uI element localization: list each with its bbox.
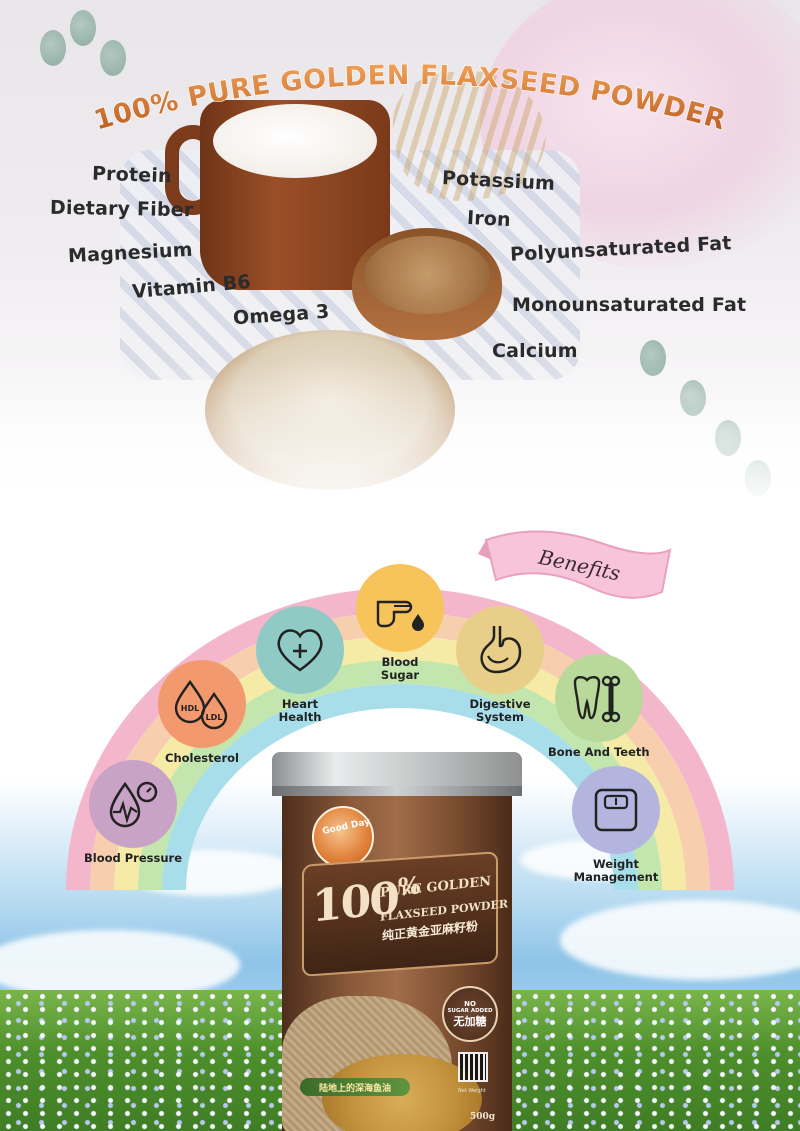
nutrient-monounsaturated-fat: Monounsaturated Fat — [512, 294, 747, 316]
benefit-heart-health-label: Heart Health — [279, 698, 322, 724]
milk-surface-image — [213, 104, 377, 178]
brand-logo — [312, 806, 374, 868]
scale-icon — [594, 788, 638, 832]
headline-text: 100% PURE GOLDEN FLAXSEED POWDER — [90, 59, 729, 137]
oil-drops-icon: HDL LDL — [174, 679, 228, 730]
stomach-icon — [480, 626, 522, 674]
blood-pressure-icon — [109, 781, 158, 828]
heart-plus-icon — [277, 629, 323, 672]
benefits-banner: Benefits — [478, 520, 678, 610]
qr-code-image — [458, 1052, 488, 1082]
can-body: Good Day 100% PURE GOLDEN FLAXSEED POWDE… — [282, 796, 512, 1131]
benefit-heart-health: Heart Health — [256, 606, 344, 724]
product-can: Good Day 100% PURE GOLDEN FLAXSEED POWDE… — [272, 752, 522, 1131]
nutrient-protein: Protein — [91, 162, 173, 188]
nutrient-calcium: Calcium — [492, 340, 578, 362]
eucalyptus-leaf-image — [40, 30, 66, 66]
benefit-blood-sugar-label: Blood Sugar — [381, 656, 419, 682]
finger-drop-icon — [376, 600, 424, 631]
no-sugar-badge: NO SUGAR ADDED 无加糖 — [442, 986, 498, 1042]
nutrient-dietary-fiber: Dietary Fiber — [49, 196, 194, 222]
benefit-blood-pressure: Blood Pressure — [84, 760, 182, 865]
heart-health-circle — [256, 606, 344, 694]
tooth-bone-icon — [573, 675, 620, 723]
benefit-weight-label: Weight Management — [574, 858, 659, 884]
product-big-number: 100 — [312, 872, 398, 933]
badge-no: NO — [464, 1000, 476, 1008]
bone-teeth-circle — [554, 654, 643, 742]
weight-line1: Weight — [593, 857, 639, 871]
hero-section: 100% PURE GOLDEN FLAXSEED POWDER Protein… — [0, 0, 800, 520]
headline: 100% PURE GOLDEN FLAXSEED POWDER — [80, 58, 740, 138]
can-lid — [272, 752, 522, 790]
weight-line2: Management — [573, 870, 659, 884]
digestive-circle — [456, 606, 544, 694]
heart-label-line2: Health — [278, 710, 322, 724]
net-weight-label: Net Weight — [458, 1088, 486, 1094]
slogan-strip: 陆地上的深海鱼油 — [300, 1078, 410, 1096]
benefit-blood-pressure-label: Blood Pressure — [84, 851, 182, 865]
badge-chinese: 无加糖 — [453, 1015, 487, 1028]
benefit-bone-teeth: Bone And Teeth — [548, 654, 650, 759]
weight-circle — [572, 766, 660, 854]
benefit-digestive: Digestive System — [456, 606, 544, 724]
benefit-blood-sugar: Blood Sugar — [356, 564, 444, 682]
digestive-line1: Digestive — [469, 697, 531, 711]
cloud — [560, 900, 800, 980]
benefit-cholesterol: HDL LDL Cholesterol — [158, 660, 246, 765]
net-weight: 500g — [470, 1112, 496, 1122]
blood-sugar-line2: Sugar — [380, 668, 420, 682]
hero-fade — [0, 360, 800, 520]
flaxseed-powder-image — [364, 236, 490, 314]
benefit-weight: Weight Management — [572, 766, 660, 884]
slogan-text: 陆地上的深海鱼油 — [318, 1083, 391, 1094]
cholesterol-circle: HDL LDL — [158, 660, 246, 748]
badge-sugar-added: SUGAR ADDED — [447, 1008, 493, 1014]
ldl-label: LDL — [206, 713, 223, 722]
svg-text:100% PURE GOLDEN FLAXSEED POWD: 100% PURE GOLDEN FLAXSEED POWDER — [91, 60, 730, 137]
blood-sugar-line1: Blood — [381, 655, 419, 669]
nutrient-iron: Iron — [466, 206, 512, 232]
digestive-line2: System — [476, 710, 524, 724]
blood-sugar-circle — [356, 564, 444, 652]
ribbon-svg: Benefits — [478, 530, 672, 599]
benefit-cholesterol-label: Cholesterol — [165, 751, 239, 765]
eucalyptus-leaf-image — [100, 40, 126, 76]
blood-pressure-circle — [89, 760, 177, 848]
benefit-digestive-label: Digestive System — [469, 698, 530, 724]
cloud — [0, 930, 240, 1000]
eucalyptus-leaf-image — [70, 10, 96, 46]
hdl-label: HDL — [181, 704, 199, 713]
benefit-bone-teeth-label: Bone And Teeth — [548, 745, 650, 759]
can-lid-ring — [272, 786, 522, 796]
headline-svg: 100% PURE GOLDEN FLAXSEED POWDER — [90, 59, 730, 137]
heart-label-line1: Heart — [281, 697, 319, 711]
